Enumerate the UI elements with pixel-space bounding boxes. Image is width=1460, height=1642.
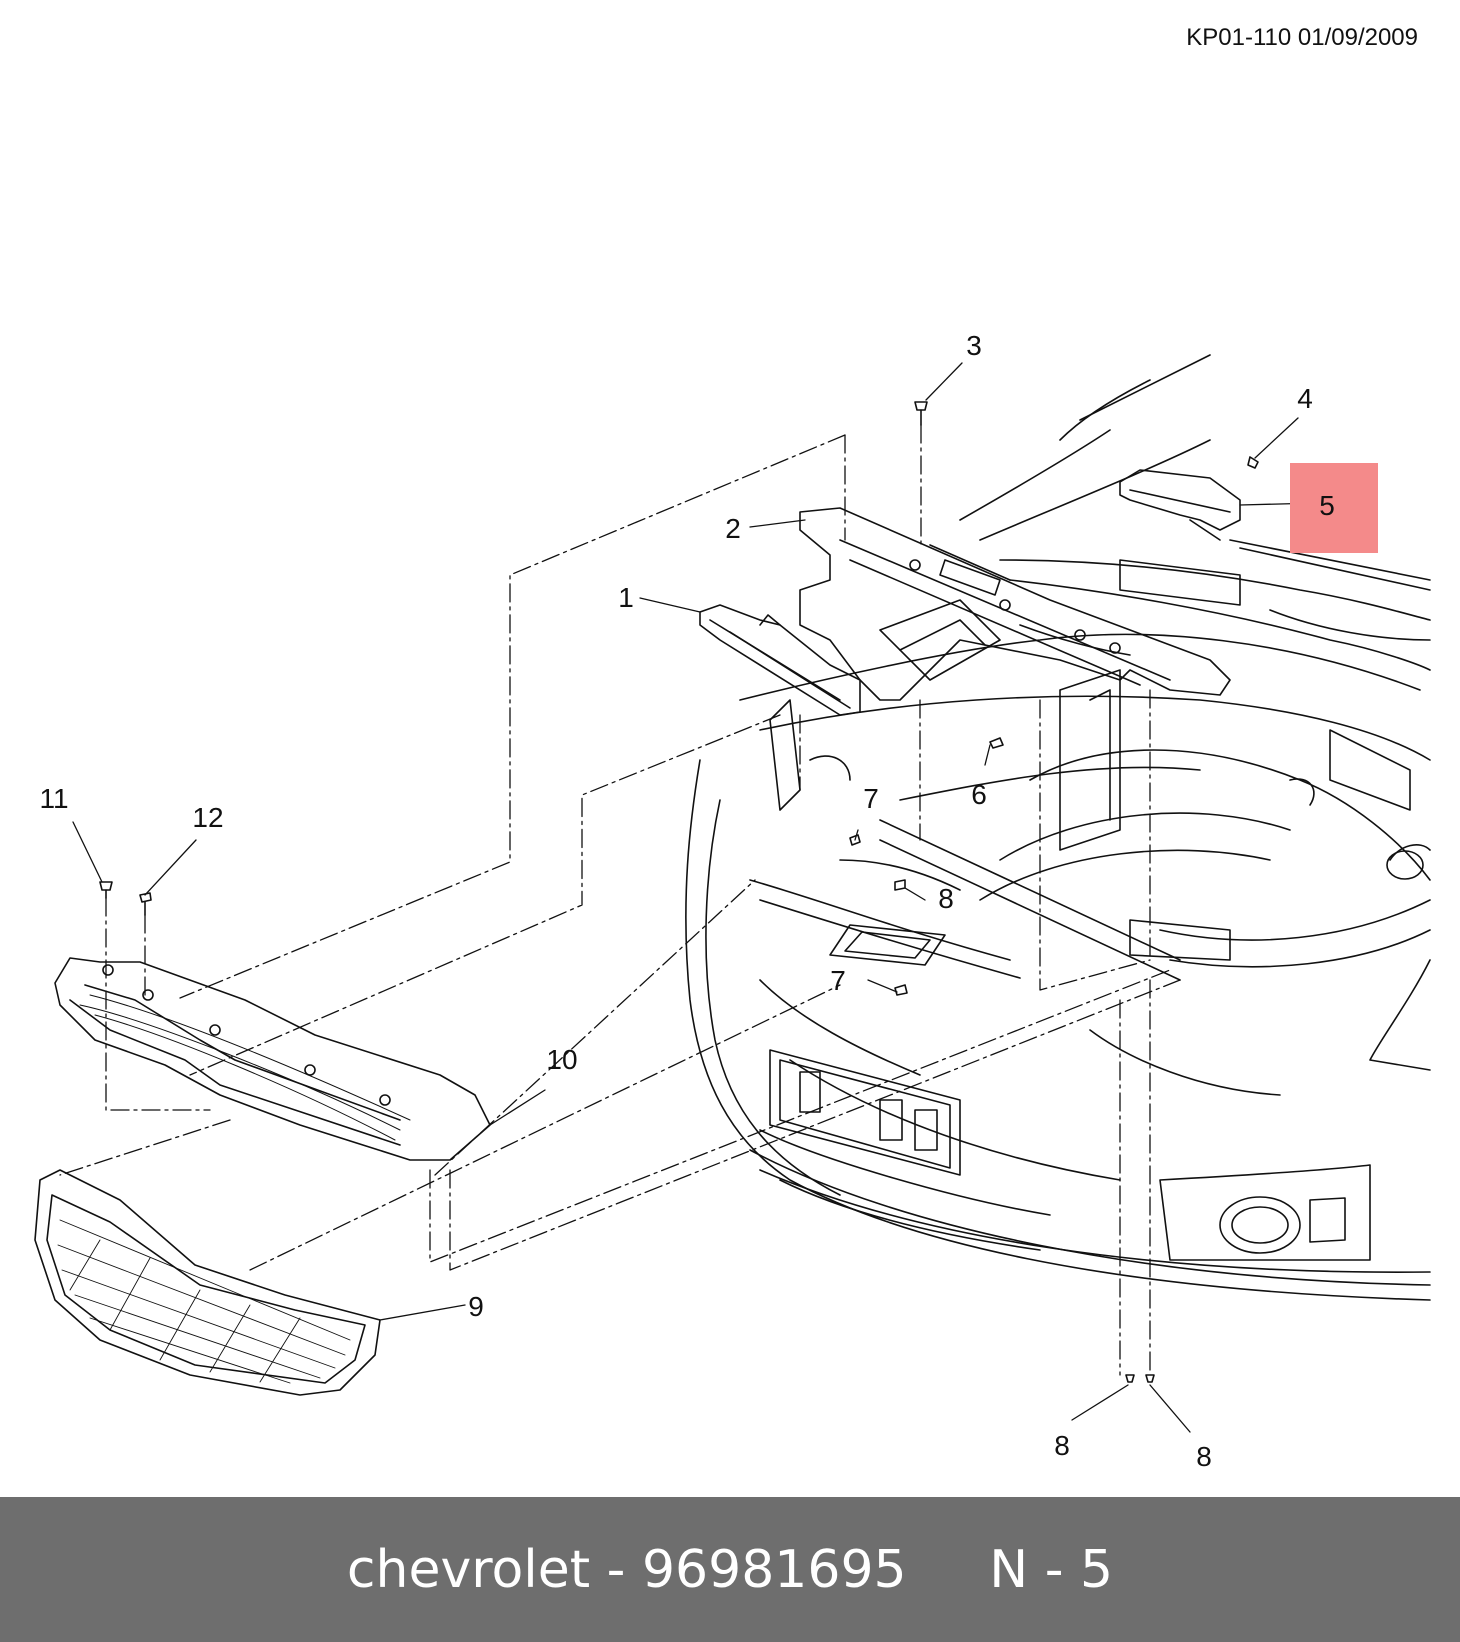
footer-separator: -	[606, 1539, 626, 1600]
callout-9: 9	[468, 1291, 484, 1322]
callout-7-upper: 7	[863, 783, 879, 814]
fasteners	[99, 401, 1259, 1383]
part-1-upper-baffle	[699, 604, 861, 716]
highlight-box	[1290, 463, 1378, 553]
footer-part-number: 96981695	[641, 1539, 907, 1600]
part-10-grille-frame	[54, 957, 491, 1161]
callout-4: 4	[1297, 383, 1313, 414]
footer-brand: chevrolet	[346, 1539, 591, 1600]
callout-11: 11	[39, 783, 68, 814]
callout-1: 1	[618, 582, 634, 613]
car-body-outline	[685, 354, 1431, 1301]
part-9-lower-grille	[34, 1169, 381, 1396]
parts-diagram: KP01-110 01/09/2009 1 2 3 4 5 6 7 7 8 8 …	[34, 24, 1431, 1472]
callout-8-center: 8	[938, 883, 954, 914]
leader-lines	[72, 362, 1319, 1433]
part-2-support-cover	[799, 507, 1231, 701]
footer-caption: chevrolet - 96981695 N - 5	[0, 1497, 1460, 1642]
callout-7-lower: 7	[830, 965, 846, 996]
callout-3: 3	[966, 330, 982, 361]
callout-8-bottom-left: 8	[1054, 1430, 1070, 1461]
document-reference: KP01-110 01/09/2009	[1186, 24, 1418, 51]
assembly-lines	[59, 424, 1181, 1376]
footer-code: N - 5	[989, 1539, 1114, 1600]
callout-8-bottom-right: 8	[1196, 1441, 1212, 1472]
callout-10: 10	[546, 1044, 577, 1075]
callout-12: 12	[192, 802, 223, 833]
callout-5: 5	[1319, 490, 1335, 521]
callout-2: 2	[725, 513, 741, 544]
callout-6: 6	[971, 779, 987, 810]
part-5-bracket	[1119, 469, 1241, 541]
